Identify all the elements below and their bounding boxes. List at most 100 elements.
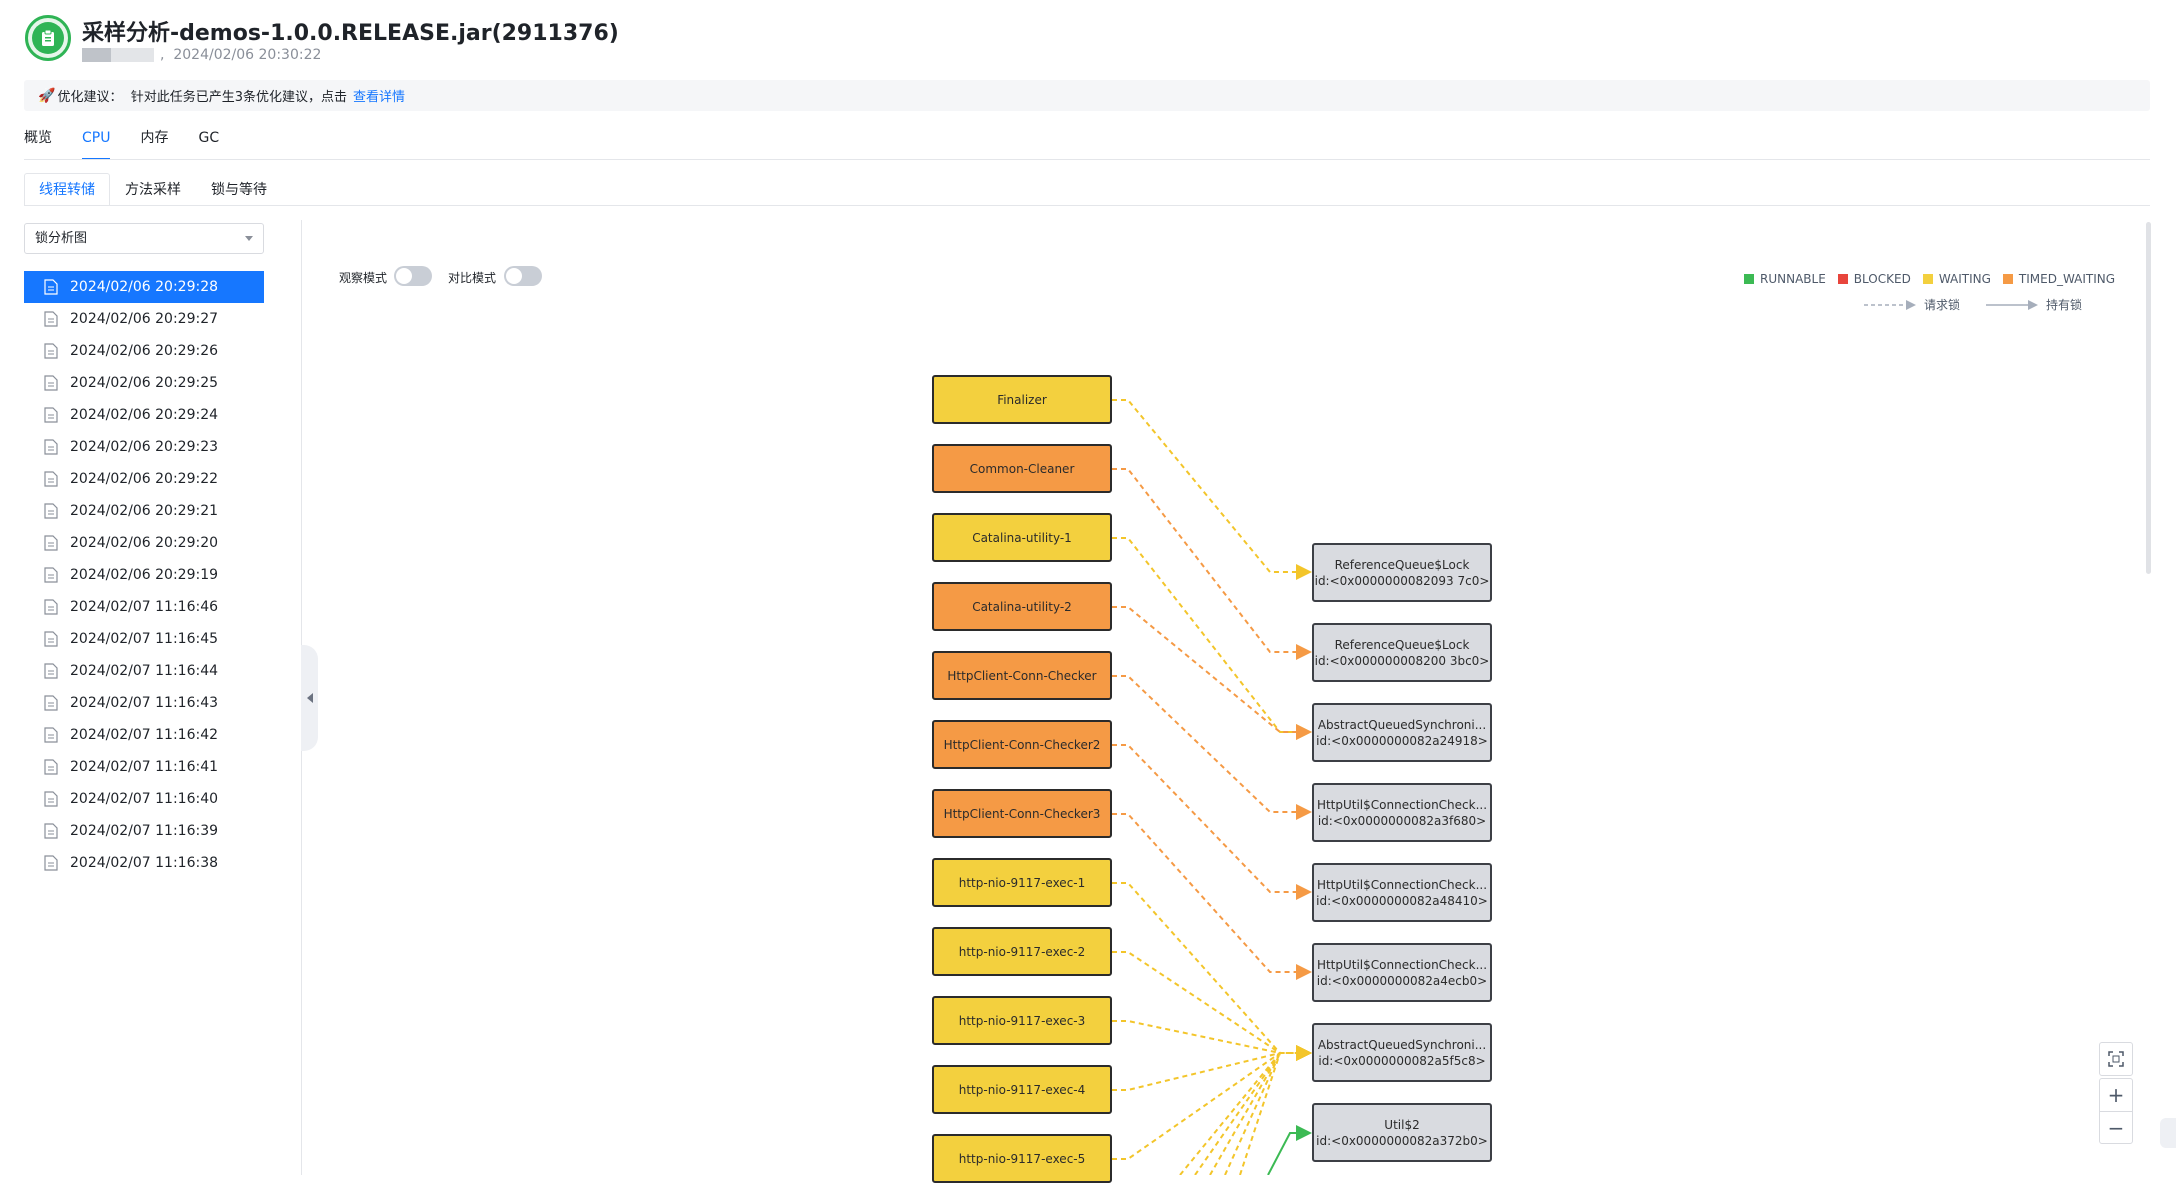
thread-node[interactable]: Finalizer	[932, 375, 1112, 424]
snapshot-item[interactable]: 2024/02/07 11:16:44	[24, 655, 264, 687]
snapshot-item[interactable]: 2024/02/07 11:16:45	[24, 623, 264, 655]
lock-node[interactable]: AbstractQueuedSynchroni...id:<0x00000000…	[1312, 703, 1492, 762]
thread-node[interactable]: http-nio-9117-exec-3	[932, 996, 1112, 1045]
edge-exec-2	[1112, 951, 1312, 1061]
thread-node[interactable]: http-nio-9117-exec-5	[932, 1134, 1112, 1183]
snapshot-item[interactable]: 2024/02/06 20:29:24	[24, 399, 264, 431]
thread-node[interactable]: Catalina-utility-1	[932, 513, 1112, 562]
snapshot-item[interactable]: 2024/02/06 20:29:26	[24, 335, 264, 367]
tab-method-sampling[interactable]: 方法采样	[125, 182, 181, 198]
lock-id: id:<0x0000000082a3f680>	[1317, 813, 1487, 828]
legend-blocked: BLOCKED	[1853, 272, 1911, 286]
legend-hold-lock: 持有锁	[2046, 298, 2083, 312]
snapshot-item[interactable]: 2024/02/07 11:16:38	[24, 847, 264, 879]
tab-overview[interactable]: 概览	[24, 130, 52, 146]
snapshot-label: 2024/02/06 20:29:27	[70, 311, 219, 327]
thread-node[interactable]: HttpClient-Conn-Checker	[932, 651, 1112, 700]
thread-node[interactable]: http-nio-9117-exec-4	[932, 1065, 1112, 1114]
zoom-out-button[interactable]: −	[2100, 1111, 2132, 1144]
thread-node[interactable]: http-nio-9117-exec-1	[932, 858, 1112, 907]
snapshot-item[interactable]: 2024/02/06 20:29:21	[24, 495, 264, 527]
snapshot-list: 2024/02/06 20:29:28 2024/02/06 20:29:27 20…	[24, 271, 264, 879]
observe-mode-switch[interactable]	[394, 266, 432, 286]
file-icon	[44, 791, 58, 807]
tab-memory[interactable]: 内存	[140, 130, 169, 146]
solid-arrow-icon	[1986, 299, 2039, 310]
lock-node[interactable]: HttpUtil$ConnectionCheck...id:<0x0000000…	[1312, 943, 1492, 1002]
lock-node[interactable]: HttpUtil$ConnectionCheck...id:<0x0000000…	[1312, 783, 1492, 842]
file-icon	[44, 279, 58, 295]
thread-node[interactable]: http-nio-9117-exec-2	[932, 927, 1112, 976]
state-legend: RUNNABLE BLOCKED WAITING TIMED_WAITING	[1744, 272, 2115, 286]
lock-name: HttpUtil$ConnectionCheck...	[1316, 877, 1488, 892]
edge-httpclient-1	[1112, 675, 1312, 820]
lock-node[interactable]: HttpUtil$ConnectionCheck...id:<0x0000000…	[1312, 863, 1492, 922]
file-icon	[44, 439, 58, 455]
snapshot-label: 2024/02/06 20:29:28	[70, 279, 219, 295]
snapshot-item[interactable]: 2024/02/06 20:29:20	[24, 527, 264, 559]
file-icon	[44, 759, 58, 775]
compare-mode-switch[interactable]	[504, 266, 542, 286]
snapshot-item[interactable]: 2024/02/07 11:16:39	[24, 815, 264, 847]
side-toolbar-handle[interactable]	[2160, 1118, 2176, 1148]
edge-offscreen-5	[1239, 1052, 1281, 1175]
snapshot-item[interactable]: 2024/02/06 20:29:23	[24, 431, 264, 463]
tab-lock-wait[interactable]: 锁与等待	[211, 182, 267, 198]
view-type-select[interactable]: 锁分析图	[24, 223, 264, 254]
tabs-divider	[24, 159, 2150, 160]
edge-httpclient-2	[1112, 744, 1312, 900]
snapshot-item[interactable]: 2024/02/06 20:29:25	[24, 367, 264, 399]
collapse-panel-button[interactable]	[301, 645, 318, 751]
thread-node[interactable]: Catalina-utility-2	[932, 582, 1112, 631]
tab-cpu[interactable]: CPU	[82, 126, 111, 160]
thread-node[interactable]: Common-Cleaner	[932, 444, 1112, 493]
file-icon	[44, 503, 58, 519]
snapshot-label: 2024/02/06 20:29:24	[70, 407, 219, 423]
fit-view-button[interactable]	[2099, 1042, 2133, 1076]
vertical-scrollbar[interactable]	[2146, 222, 2151, 574]
timed-waiting-swatch	[2002, 274, 2013, 284]
lock-name: AbstractQueuedSynchroni...	[1317, 717, 1487, 732]
tab-gc[interactable]: GC	[198, 130, 220, 146]
snapshot-label: 2024/02/06 20:29:25	[70, 375, 219, 391]
edge-offscreen-3	[1209, 1052, 1281, 1175]
lock-name: Util$2	[1384, 1117, 1420, 1132]
snapshot-item[interactable]: 2024/02/07 11:16:41	[24, 751, 264, 783]
lock-node[interactable]: AbstractQueuedSynchroni...id:<0x00000000…	[1312, 1023, 1492, 1082]
task-timestamp: 2024/02/06 20:30:22	[173, 47, 322, 63]
snapshot-item[interactable]: 2024/02/06 20:29:22	[24, 463, 264, 495]
lock-id: id:<0x0000000082a4ecb0>	[1316, 973, 1488, 988]
snapshot-item[interactable]: 2024/02/07 11:16:43	[24, 687, 264, 719]
edge-exec-1	[1112, 882, 1312, 1061]
zoom-in-button[interactable]: +	[2107, 1083, 2125, 1107]
snapshot-item[interactable]: 2024/02/06 20:29:28	[24, 271, 264, 303]
banner-label: 优化建议：	[57, 90, 123, 105]
file-icon	[44, 311, 58, 327]
file-icon	[44, 727, 58, 743]
file-icon	[44, 599, 58, 615]
lock-id: id:<0x0000000082a372b0>	[1316, 1133, 1488, 1148]
snapshot-item[interactable]: 2024/02/07 11:16:40	[24, 783, 264, 815]
file-icon	[44, 631, 58, 647]
redacted-user	[82, 48, 154, 62]
thread-node[interactable]: HttpClient-Conn-Checker3	[932, 789, 1112, 838]
subtabs-divider	[24, 205, 2150, 206]
file-icon	[44, 535, 58, 551]
file-icon	[44, 855, 58, 871]
thread-node[interactable]: HttpClient-Conn-Checker2	[932, 720, 1112, 769]
snapshot-item[interactable]: 2024/02/07 11:16:42	[24, 719, 264, 751]
edge-exec-5	[1112, 1045, 1312, 1160]
tab-thread-dump[interactable]: 线程转储	[24, 173, 110, 206]
file-icon	[44, 343, 58, 359]
edge-finalizer	[1112, 399, 1312, 580]
view-details-link[interactable]: 查看详情	[353, 90, 406, 105]
snapshot-item[interactable]: 2024/02/07 11:16:46	[24, 591, 264, 623]
sub-tabs: 线程转储 方法采样 锁与等待	[24, 173, 282, 206]
dashed-arrow-icon	[1864, 299, 1916, 310]
snapshot-label: 2024/02/07 11:16:44	[70, 663, 219, 679]
snapshot-item[interactable]: 2024/02/06 20:29:27	[24, 303, 264, 335]
snapshot-item[interactable]: 2024/02/06 20:29:19	[24, 559, 264, 591]
